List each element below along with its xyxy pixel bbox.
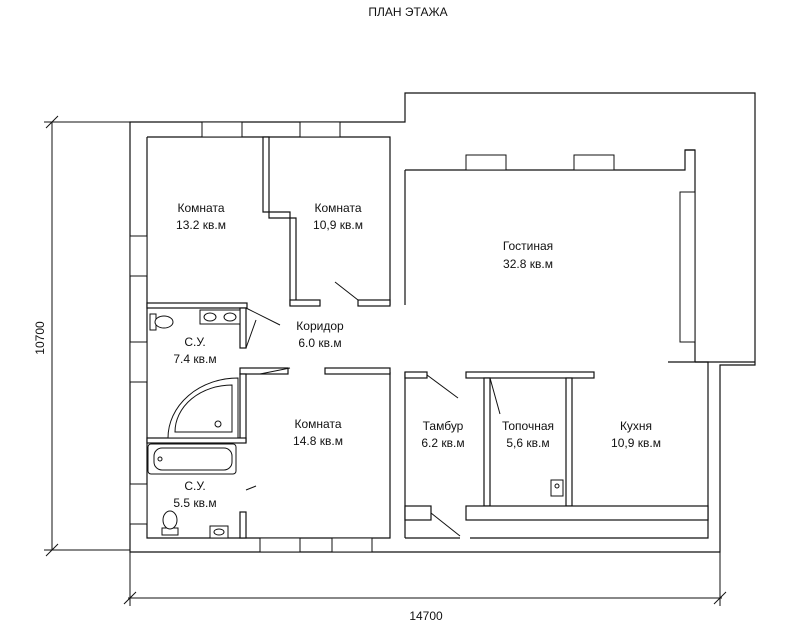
room-area: 5,6 кв.м (506, 436, 549, 450)
room-area: 10,9 кв.м (611, 436, 661, 450)
room-area: 5.5 кв.м (173, 496, 216, 510)
room-area: 10,9 кв.м (313, 218, 363, 232)
plan-title: ПЛАН ЭТАЖА (368, 5, 447, 19)
boiler-icon (550, 479, 564, 497)
room-area: 13.2 кв.м (176, 218, 226, 232)
outer-walls (129, 92, 756, 553)
room-name: Комната (315, 201, 362, 215)
room-name: Комната (295, 417, 342, 431)
room-label: С.У. 5.5 кв.м (173, 479, 216, 510)
room-label: Кухня 10,9 кв.м (611, 419, 661, 450)
dimension-height: 10700 (33, 321, 47, 355)
room-label: Комната 13.2 кв.м (176, 201, 226, 232)
room-area: 6.0 кв.м (298, 336, 341, 350)
bathtub-icon (147, 443, 237, 475)
room-name: Топочная (502, 419, 554, 433)
room-name: С.У. (184, 479, 205, 493)
room-name: Тамбур (423, 419, 464, 433)
dimension-lines (44, 115, 727, 606)
room-label: С.У. 7.4 кв.м (173, 335, 216, 366)
sink-icon (209, 525, 229, 539)
fixtures (147, 309, 564, 539)
room-area: 6.2 кв.м (421, 436, 464, 450)
partition-walls (146, 136, 709, 539)
room-name: Комната (178, 201, 225, 215)
room-label: Гостиная 32.8 кв.м (503, 239, 553, 271)
windows (129, 121, 696, 553)
room-label: Комната 10,9 кв.м (313, 201, 363, 232)
room-name: Гостиная (503, 239, 553, 253)
room-label: Топочная 5,6 кв.м (502, 419, 554, 450)
room-label: Комната 14.8 кв.м (293, 417, 343, 448)
room-labels: Комната 13.2 кв.м Комната 10,9 кв.м Гост… (173, 201, 661, 510)
room-label: Тамбур 6.2 кв.м (421, 419, 464, 450)
room-area: 14.8 кв.м (293, 434, 343, 448)
room-name: С.У. (184, 335, 205, 349)
room-area: 7.4 кв.м (173, 352, 216, 366)
room-label: Коридор 6.0 кв.м (296, 319, 344, 350)
doors (245, 281, 501, 537)
toilet-icon (149, 313, 174, 331)
corner-bath-icon (167, 377, 239, 439)
toilet-icon-2 (161, 510, 179, 536)
room-area: 32.8 кв.м (503, 257, 553, 271)
room-name: Кухня (620, 419, 652, 433)
room-name: Коридор (296, 319, 344, 333)
dimension-width: 14700 (409, 609, 443, 623)
